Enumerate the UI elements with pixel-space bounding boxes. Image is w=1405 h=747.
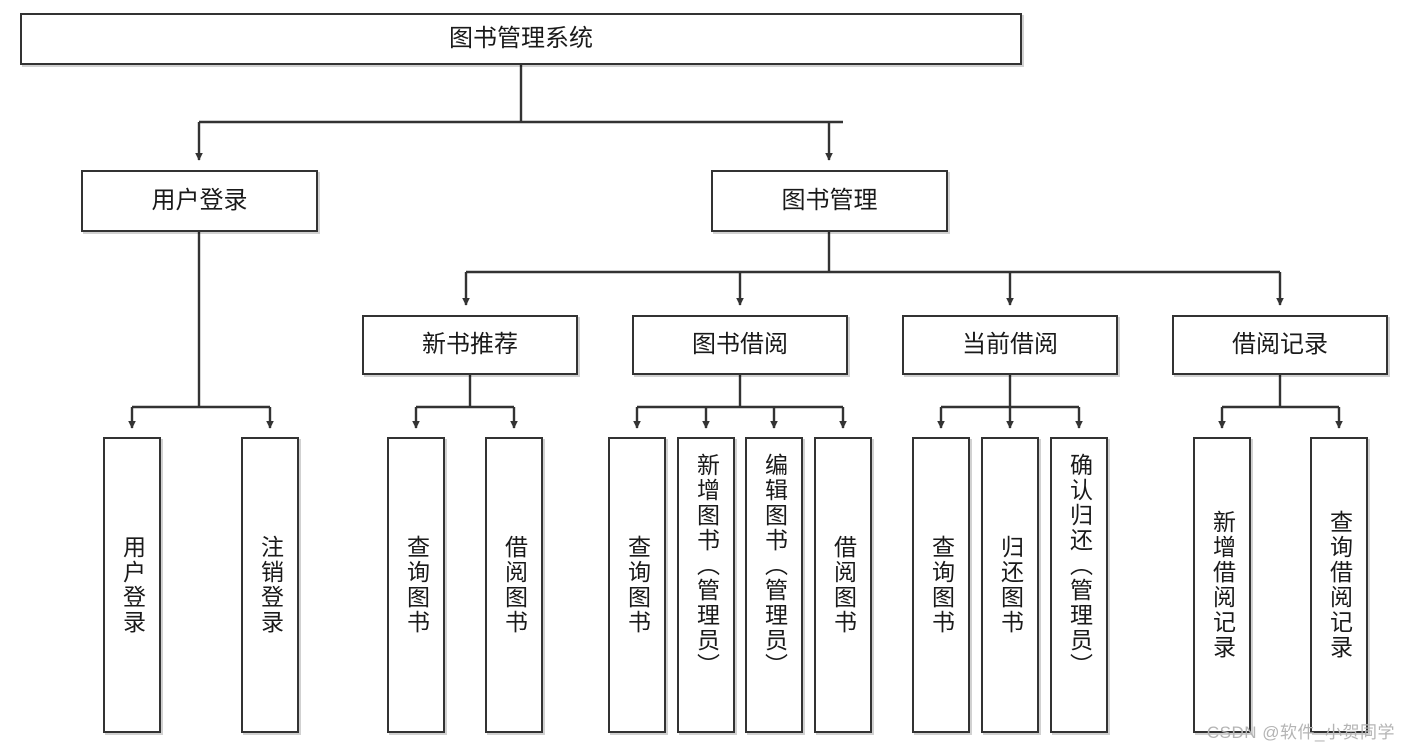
node-current-borrowing[interactable]: 当前借阅 [902, 315, 1118, 375]
node-label: 注销登录 [257, 535, 284, 635]
leaf-query-borrow-record[interactable]: 查询借阅记录 [1310, 437, 1368, 733]
node-label: 确认归还（管理员） [1066, 453, 1093, 678]
leaf-query-book-new[interactable]: 查询图书 [387, 437, 445, 733]
node-label: 查询图书 [403, 535, 430, 635]
watermark-text: CSDN @软件_小贺同学 [1206, 723, 1395, 742]
node-label: 借阅图书 [501, 535, 528, 635]
node-label: 当前借阅 [962, 330, 1058, 358]
leaf-edit-book-admin[interactable]: 编辑图书（管理员） [745, 437, 803, 733]
node-root-book-management-system[interactable]: 图书管理系统 [20, 13, 1022, 65]
connector-currentborrow-to-leaves [937, 375, 1083, 429]
leaf-user-login[interactable]: 用户登录 [103, 437, 161, 733]
leaf-add-borrow-record[interactable]: 新增借阅记录 [1193, 437, 1251, 733]
node-label: 借阅图书 [830, 535, 857, 635]
node-label: 新书推荐 [422, 330, 518, 358]
connector-newbook-to-leaves [412, 375, 518, 429]
node-label: 新增借阅记录 [1209, 510, 1236, 660]
node-borrowing-record[interactable]: 借阅记录 [1172, 315, 1388, 375]
node-new-book-recommendation[interactable]: 新书推荐 [362, 315, 578, 375]
node-user-login[interactable]: 用户登录 [81, 170, 318, 232]
leaf-borrow-book[interactable]: 借阅图书 [814, 437, 872, 733]
leaf-query-book-current[interactable]: 查询图书 [912, 437, 970, 733]
leaf-borrow-book-new[interactable]: 借阅图书 [485, 437, 543, 733]
connector-root-to-level2 [195, 65, 843, 161]
node-label: 用户登录 [119, 535, 146, 635]
node-label: 借阅记录 [1232, 330, 1328, 358]
node-label: 查询借阅记录 [1326, 510, 1353, 660]
connector-bookborrow-to-leaves [633, 375, 847, 429]
leaf-return-book[interactable]: 归还图书 [981, 437, 1039, 733]
node-label: 查询图书 [624, 535, 651, 635]
node-label: 用户登录 [151, 186, 248, 214]
node-label: 图书管理系统 [449, 24, 593, 52]
node-label: 图书管理 [781, 186, 878, 214]
leaf-query-book-borrow[interactable]: 查询图书 [608, 437, 666, 733]
node-label: 新增图书（管理员） [693, 453, 720, 678]
leaf-confirm-return-admin[interactable]: 确认归还（管理员） [1050, 437, 1108, 733]
node-label: 编辑图书（管理员） [761, 453, 788, 678]
connector-borrowrecord-to-leaves [1218, 375, 1343, 429]
node-book-borrowing[interactable]: 图书借阅 [632, 315, 848, 375]
node-label: 查询图书 [928, 535, 955, 635]
node-book-management[interactable]: 图书管理 [711, 170, 948, 232]
connector-userlogin-to-leaves [128, 232, 274, 429]
connector-bookmgmt-to-level3 [462, 232, 1284, 306]
leaf-logout-login[interactable]: 注销登录 [241, 437, 299, 733]
node-label: 归还图书 [997, 535, 1024, 635]
node-label: 图书借阅 [692, 330, 788, 358]
leaf-add-book-admin[interactable]: 新增图书（管理员） [677, 437, 735, 733]
